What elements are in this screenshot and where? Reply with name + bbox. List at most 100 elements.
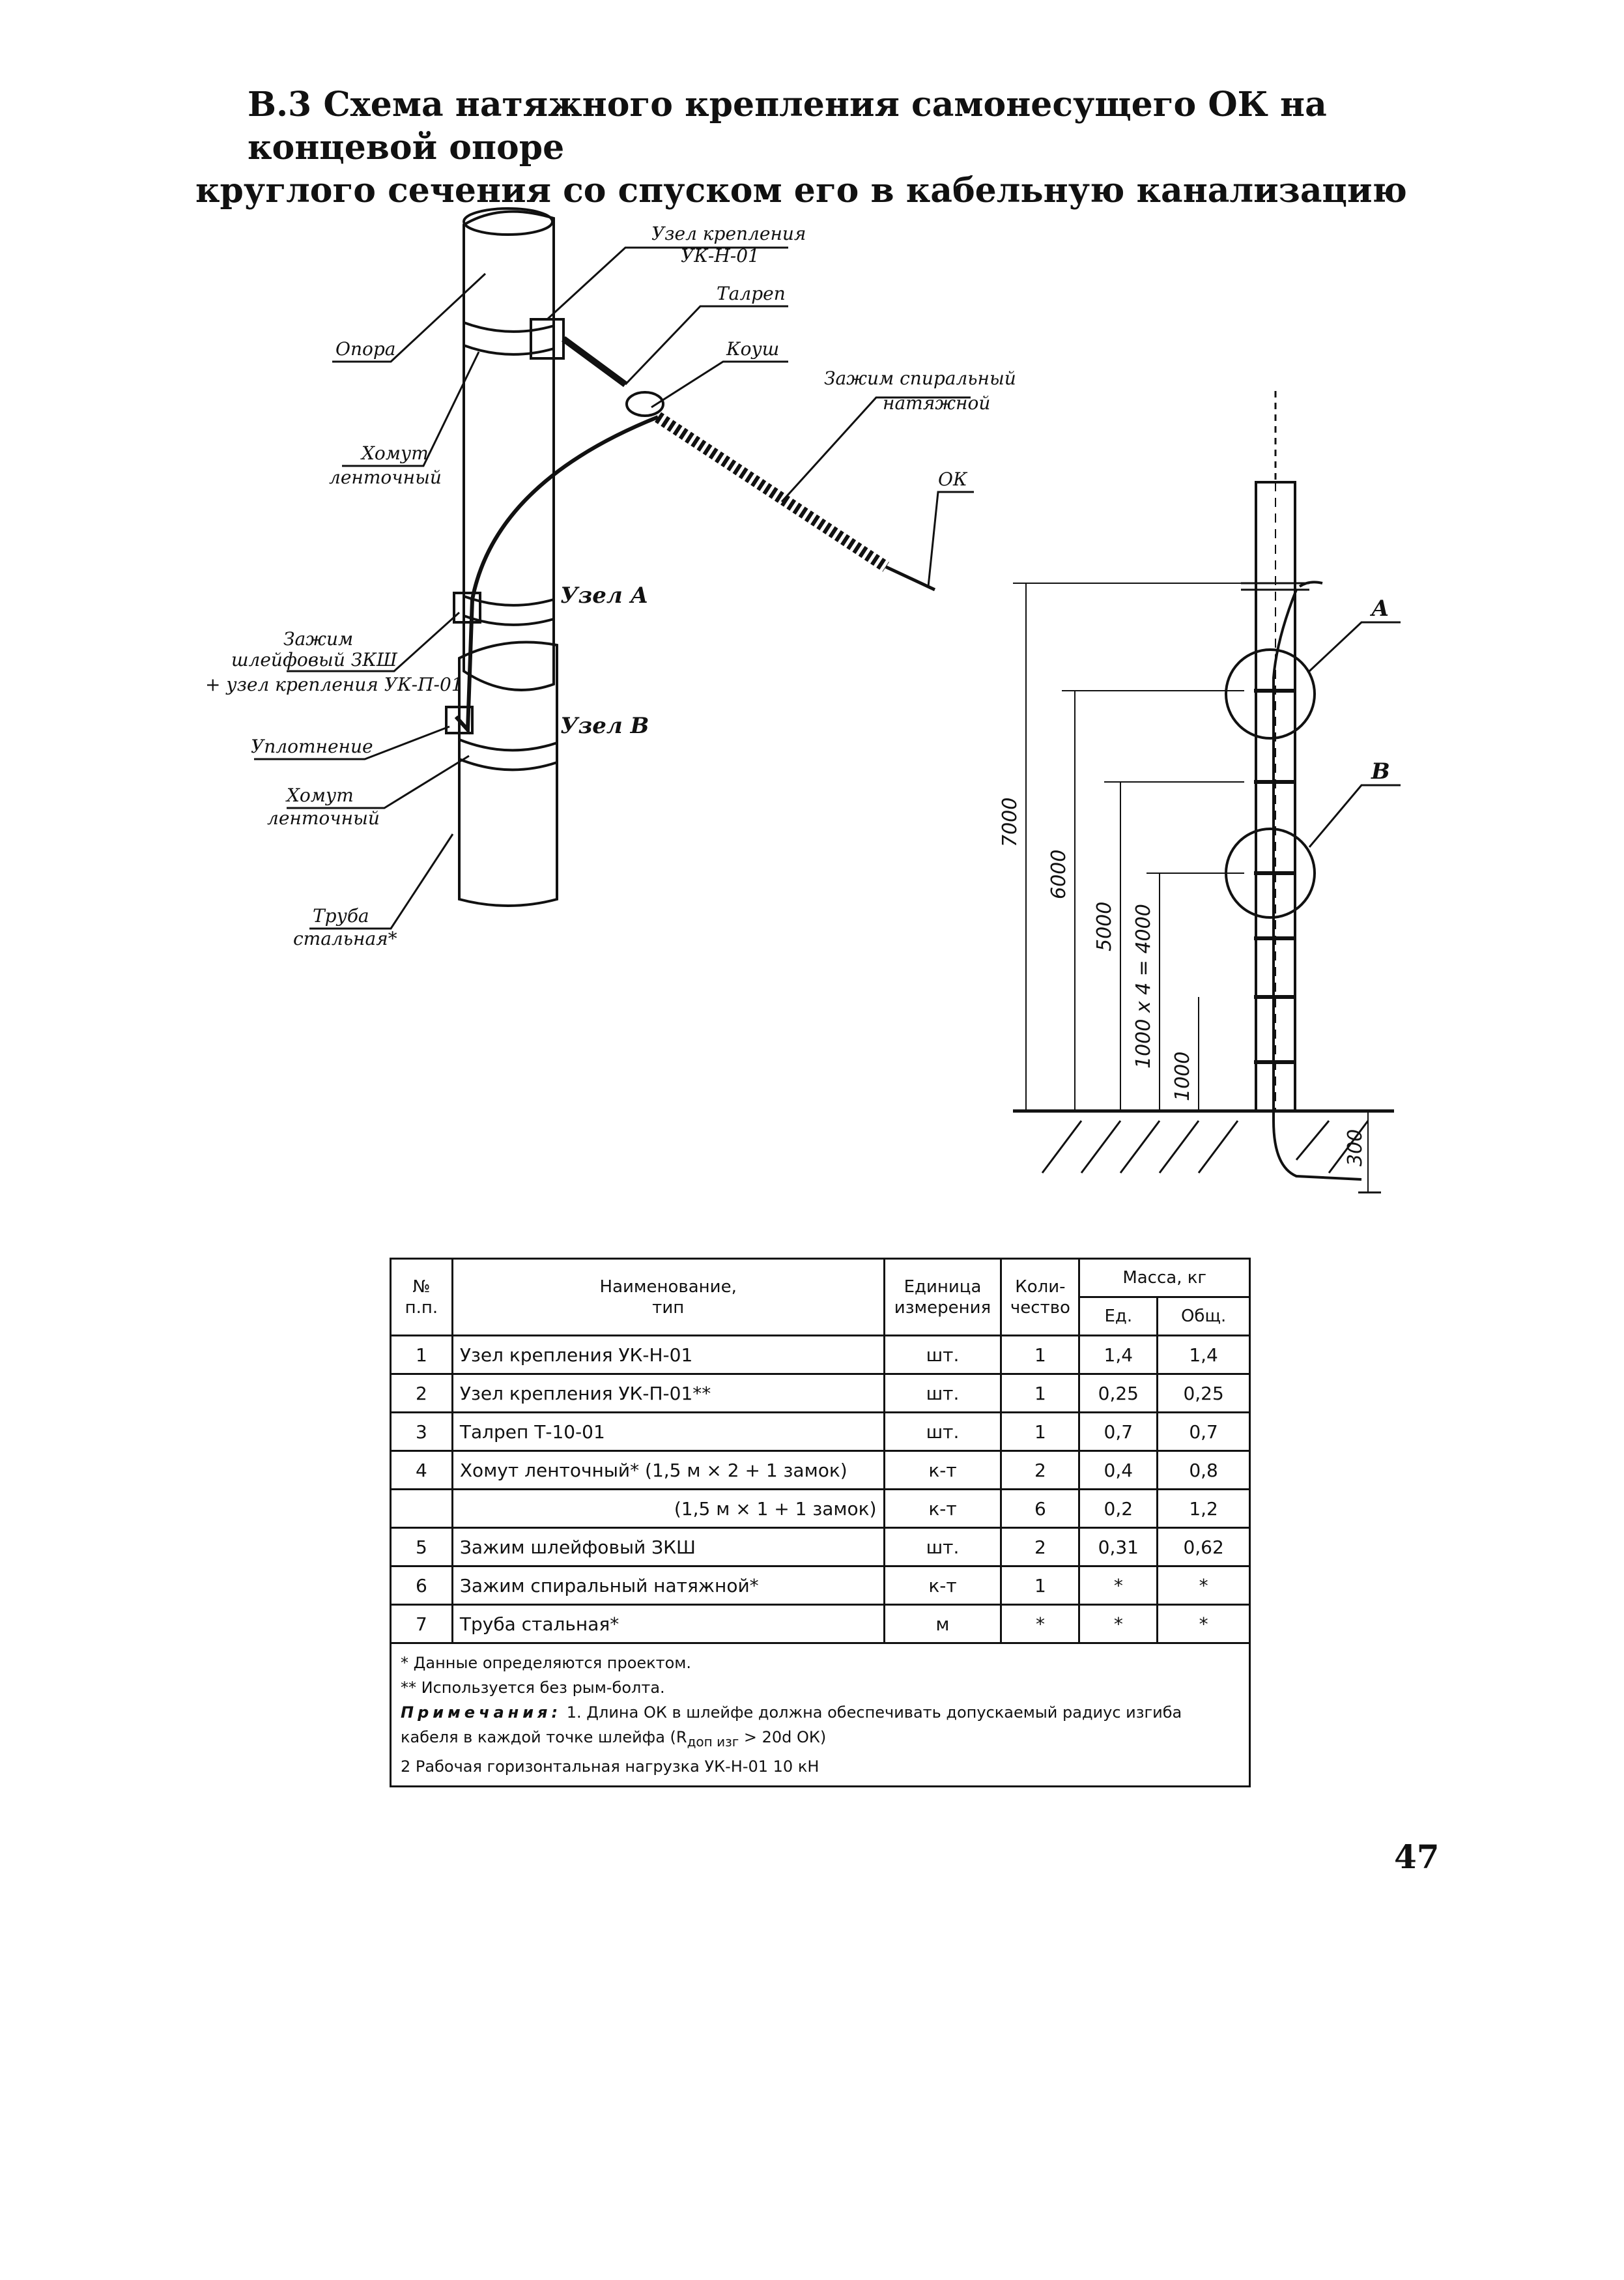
bracket-top: [1241, 582, 1309, 591]
band-1: [463, 321, 554, 333]
note-prim-sub: доп изг: [687, 1733, 739, 1750]
cell-m2: 1,2: [1156, 1488, 1251, 1529]
leader-zazhim: [780, 396, 971, 503]
header-mass-total: Общ.: [1156, 1296, 1251, 1336]
bands-elev: [1254, 689, 1296, 1064]
cell-m2: 0,62: [1156, 1527, 1251, 1567]
cell-unit: шт.: [883, 1335, 1003, 1375]
cell-unit: к-т: [883, 1565, 1003, 1606]
cell-name: Хомут ленточный* (1,5 м × 2 + 1 замок): [451, 1450, 885, 1490]
pole-detail: [254, 207, 974, 930]
dim-text-1000: 1000: [1171, 1052, 1194, 1101]
leader-ok: [927, 491, 974, 587]
cell-m1: 1,4: [1078, 1335, 1159, 1375]
pole-lower: [458, 641, 558, 907]
cable-top: [1298, 581, 1323, 588]
cell-name: Труба стальная*: [451, 1604, 885, 1644]
cell-num: 3: [390, 1411, 453, 1452]
label-uzel-a: Узел А: [560, 583, 648, 609]
leader-uplot: [254, 725, 450, 760]
cell-unit: к-т: [883, 1488, 1003, 1529]
header-name: Наименование,тип: [451, 1258, 885, 1336]
cell-num: 2: [390, 1373, 453, 1413]
dim-text-4000: 1000 x 4 = 4000: [1132, 904, 1155, 1069]
seal: [445, 706, 474, 734]
note-2: ** Используется без рым-болта.: [401, 1679, 665, 1697]
cell-qty: 1: [1000, 1565, 1081, 1606]
leader-opora: [332, 272, 487, 363]
label-lentochny2: ленточный: [267, 807, 380, 829]
elevation-view: [1013, 391, 1401, 1194]
cell-unit: к-т: [883, 1450, 1003, 1490]
label-uplotnenie: Уплотнение: [251, 736, 373, 757]
cell-num: 4: [390, 1450, 453, 1490]
pole-upper: [463, 210, 555, 691]
label-uzel-krepleniya: Узел крепления: [651, 223, 806, 244]
cell-unit: м: [883, 1604, 1003, 1644]
leader-b: [1308, 784, 1401, 848]
cell-m1: 0,2: [1078, 1488, 1159, 1529]
label-ok: ОК: [938, 469, 968, 490]
label-zazhim: Зажим: [283, 628, 353, 650]
cell-m1: 0,25: [1078, 1373, 1159, 1413]
note-prim-text: 1. Длина ОК в шлейфе должна обеспечивать…: [401, 1703, 1182, 1746]
cell-qty: 6: [1000, 1488, 1081, 1529]
spiral-clamp: [655, 412, 889, 572]
band-a: [463, 595, 554, 607]
label-khomut: Хомут: [360, 442, 429, 464]
cell-qty: 1: [1000, 1373, 1081, 1413]
label-uzel-b: Узел В: [560, 713, 649, 739]
label-node-b: В: [1371, 758, 1390, 785]
cell-unit: шт.: [883, 1373, 1003, 1413]
leader-uk: [546, 246, 788, 321]
cable: [885, 565, 936, 592]
cell-num: 5: [390, 1527, 453, 1567]
title-line-1: В.3 Схема натяжного крепления самонесуще…: [248, 85, 1327, 167]
cell-qty: 2: [1000, 1527, 1081, 1567]
cell-m1: 0,4: [1078, 1450, 1159, 1490]
leader-khomut2: [287, 755, 470, 809]
table-subheader-row: Ед. Общ.: [391, 1296, 1251, 1336]
label-lentochny: ленточный: [329, 467, 442, 488]
note-prim: Примечания: 1. Длина ОК в шлейфе должна …: [401, 1700, 1240, 1754]
cell-name: Узел крепления УК-П-01**: [451, 1373, 885, 1413]
turnbuckle: [562, 336, 627, 388]
table-notes: * Данные определяются проектом. ** Испол…: [390, 1644, 1251, 1787]
pole-top: [463, 207, 554, 236]
cell-m1: *: [1078, 1565, 1159, 1606]
cell-qty: 2: [1000, 1450, 1081, 1490]
cable-down: [1272, 589, 1362, 1181]
header-mass: Масса, кг: [1078, 1258, 1251, 1298]
label-khomut2: Хомут: [285, 785, 354, 806]
cell-num: 1: [390, 1335, 453, 1375]
cell-name: Зажим спиральный натяжной*: [451, 1565, 885, 1606]
cell-unit: шт.: [883, 1527, 1003, 1567]
label-opora: Опора: [335, 338, 395, 360]
note-3: 2 Рабочая горизонтальная нагрузка УК-Н-0…: [401, 1757, 819, 1776]
cable-loop: [454, 415, 659, 735]
band-2: [463, 344, 554, 356]
cell-unit: шт.: [883, 1411, 1003, 1452]
note-prim-label: Примечания:: [401, 1703, 562, 1722]
label-shleyfovy-zksh: шлейфовый ЗКШ: [231, 649, 398, 671]
leader-a: [1308, 621, 1401, 672]
ground-hatch: [1041, 1120, 1369, 1174]
cell-m2: 0,8: [1156, 1450, 1251, 1490]
leader-talrep: [624, 305, 788, 386]
cell-num: 7: [390, 1604, 453, 1644]
page-number: 47: [1394, 1838, 1440, 1876]
cell-m2: *: [1156, 1604, 1251, 1644]
cell-name: Талреп Т-10-01: [451, 1411, 885, 1452]
cell-m1: 0,31: [1078, 1527, 1159, 1567]
cell-m1: 0,7: [1078, 1411, 1159, 1452]
cell-m1: *: [1078, 1604, 1159, 1644]
clamp-zksh: [453, 592, 481, 624]
